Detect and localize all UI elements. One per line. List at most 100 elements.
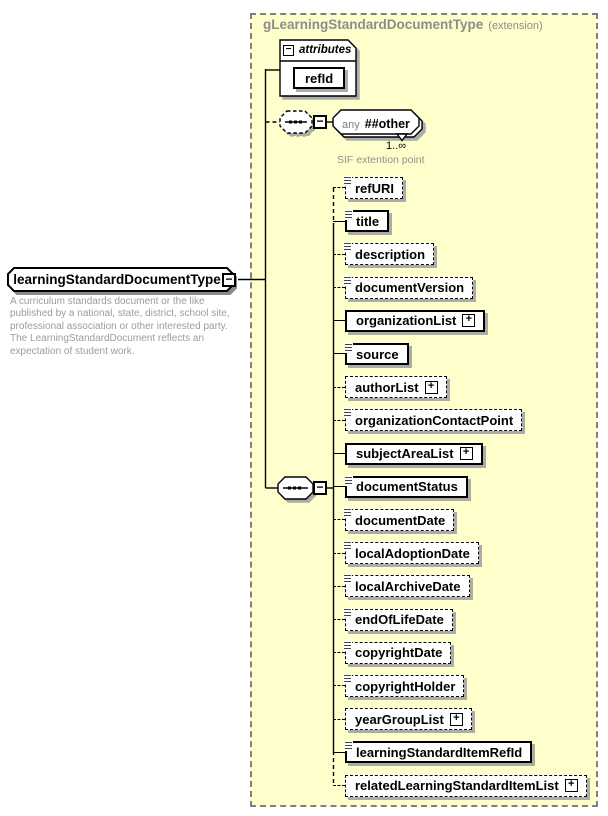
element-label: copyrightHolder: [355, 678, 456, 694]
element-description[interactable]: description: [344, 242, 435, 266]
attributes-group-label: attributes: [299, 44, 352, 56]
complex-type-suffix: (extension): [488, 20, 543, 32]
connector-line: [333, 784, 345, 786]
element-subjectAreaList[interactable]: subjectAreaList +: [345, 442, 483, 465]
connector-line: [333, 652, 345, 654]
element-label: documentStatus: [356, 479, 458, 495]
element-title[interactable]: title: [345, 210, 390, 233]
connector-line: [333, 718, 345, 720]
element-localArchiveDate[interactable]: localArchiveDate: [344, 574, 470, 598]
element-endOfLifeDate[interactable]: endOfLifeDate: [344, 607, 453, 631]
element-label: documentVersion: [355, 280, 465, 296]
collapse-icon[interactable]: −: [283, 45, 294, 56]
text-content-icon: [344, 640, 352, 651]
root-element-shape[interactable]: [7, 267, 234, 292]
root-element-description: A curriculum standards document or the l…: [10, 296, 230, 357]
sequence-dot: [294, 120, 297, 124]
connector-line: [333, 486, 345, 488]
element-label: organizationContactPoint: [355, 412, 514, 428]
text-content-icon: [344, 607, 352, 618]
root-element-label[interactable]: learningStandardDocumentType: [13, 272, 221, 287]
connector-line: [333, 353, 345, 355]
collapse-icon[interactable]: −: [313, 115, 327, 129]
element-label: title: [356, 213, 380, 229]
extension-point-note: SIF extention point: [337, 154, 425, 166]
element-copyrightHolder[interactable]: copyrightHolder: [344, 674, 465, 697]
collapse-icon[interactable]: −: [313, 481, 327, 495]
connector-line: [333, 419, 345, 421]
connector-line: [333, 751, 345, 753]
any-prefix: any: [342, 119, 360, 131]
text-content-icon: [345, 343, 353, 353]
element-organizationList[interactable]: organizationList +: [345, 309, 486, 332]
text-content-icon: [344, 242, 352, 253]
element-label: endOfLifeDate: [355, 612, 444, 628]
element-refURI[interactable]: refURI: [344, 176, 404, 199]
element-label: organizationList: [356, 313, 457, 329]
complex-type-title: gLearningStandardDocumentType: [263, 17, 484, 32]
text-content-icon: [344, 574, 352, 585]
text-content-icon: [344, 508, 352, 518]
element-documentStatus[interactable]: documentStatus: [345, 475, 468, 498]
element-label: refURI: [355, 180, 395, 196]
text-content-icon: [344, 541, 352, 552]
any-element-shape[interactable]: [332, 109, 420, 135]
expand-icon[interactable]: +: [459, 447, 473, 461]
text-content-icon: [344, 408, 352, 419]
element-source[interactable]: source: [345, 343, 409, 365]
element-label: source: [356, 346, 399, 362]
expand-icon[interactable]: +: [449, 712, 463, 726]
connector-line: [333, 187, 345, 189]
attribute-refId[interactable]: refId: [293, 67, 346, 89]
text-content-icon: [344, 275, 352, 286]
element-label: authorList: [355, 379, 419, 395]
element-organizationContactPoint[interactable]: organizationContactPoint: [344, 408, 523, 432]
text-content-icon: [345, 210, 353, 221]
element-label: relatedLearningStandardItemList: [355, 778, 559, 794]
connector-line: [333, 452, 345, 454]
connector-line: [333, 685, 345, 687]
element-label: description: [355, 246, 426, 262]
element-copyrightDate[interactable]: copyrightDate: [344, 640, 452, 664]
element-documentDate[interactable]: documentDate: [344, 508, 455, 531]
element-label: learningStandardItemRefId: [356, 744, 523, 760]
sequence-dot: [298, 486, 301, 490]
element-yearGroupList[interactable]: yearGroupList +: [345, 708, 472, 731]
any-element-label: ##other: [364, 117, 410, 131]
connector-line: [333, 552, 345, 554]
element-relatedLearningStandardItemList[interactable]: relatedLearningStandardItemList +: [345, 774, 587, 797]
text-content-icon: [344, 176, 352, 186]
sequence-dot: [289, 120, 292, 124]
element-authorList[interactable]: authorList +: [345, 376, 447, 399]
connector-line: [333, 286, 345, 288]
occurrence-label: 1..∞: [386, 140, 407, 152]
connector-line: [333, 519, 345, 521]
element-localAdoptionDate[interactable]: localAdoptionDate: [344, 541, 479, 565]
connector-line: [333, 253, 345, 255]
element-label: documentDate: [355, 512, 446, 528]
connector-line: [333, 320, 345, 322]
any-element[interactable]: any ##other: [342, 115, 410, 133]
text-content-icon: [344, 674, 352, 684]
element-label: subjectAreaList: [356, 446, 454, 462]
element-label: copyrightDate: [355, 645, 443, 661]
element-documentVersion[interactable]: documentVersion: [344, 275, 474, 299]
text-content-icon: [345, 741, 353, 752]
complex-type-header: gLearningStandardDocumentType (extension): [263, 16, 543, 34]
element-label: localArchiveDate: [355, 578, 461, 594]
element-learningStandardItemRefId[interactable]: learningStandardItemRefId: [345, 741, 533, 764]
expand-icon[interactable]: +: [564, 779, 578, 793]
sequence-dot: [293, 486, 296, 490]
text-content-icon: [345, 475, 353, 486]
expand-icon[interactable]: +: [424, 380, 438, 394]
collapse-icon[interactable]: −: [222, 272, 236, 287]
expand-icon[interactable]: +: [462, 314, 476, 328]
sequence-dot: [299, 120, 302, 124]
occurrence-marker: [395, 133, 409, 142]
element-label: yearGroupList: [355, 711, 444, 727]
connector-line: [333, 386, 345, 388]
connector-line: [333, 618, 345, 620]
element-label: localAdoptionDate: [355, 545, 470, 561]
